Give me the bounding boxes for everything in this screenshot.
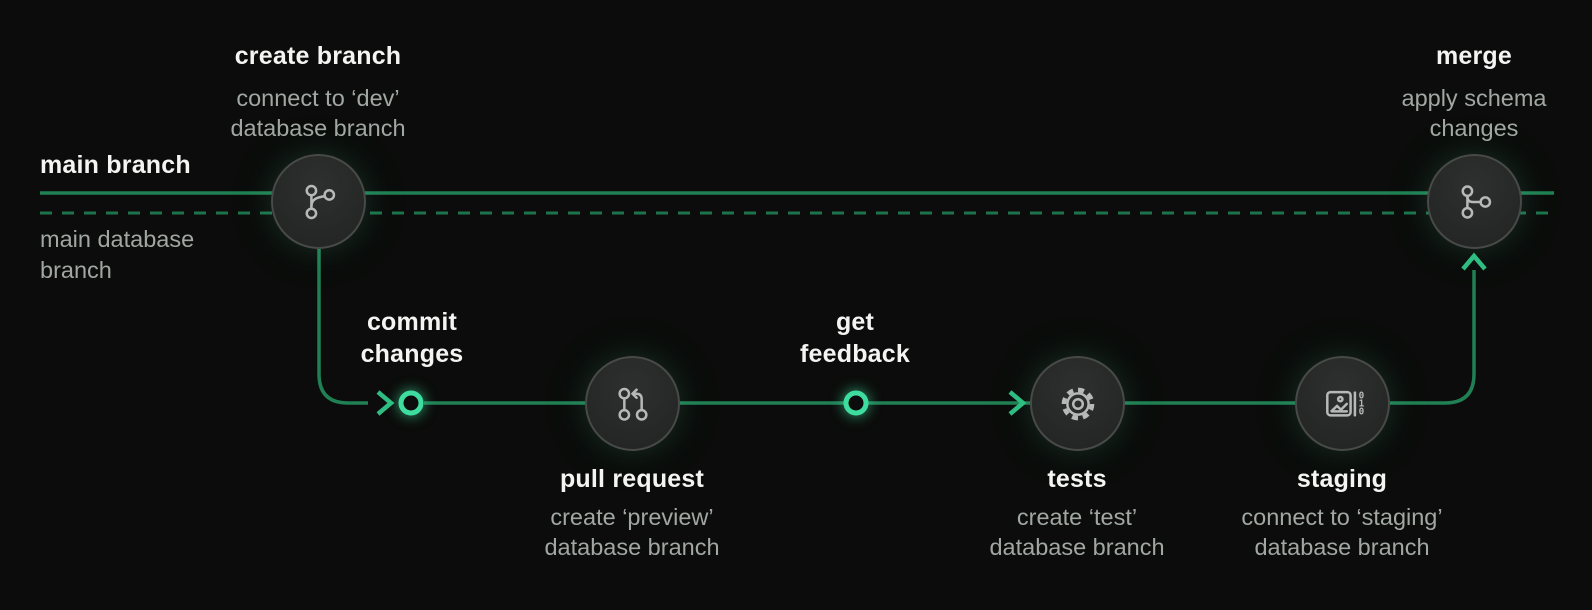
merge-node <box>1427 154 1522 249</box>
git-branch-icon <box>305 184 335 219</box>
binary-digit: 1 <box>1358 398 1364 409</box>
create-branch-subtitle: connect to ‘dev’ database branch <box>230 85 406 141</box>
pull-request-label: pull request create ‘preview’ database b… <box>512 463 752 562</box>
staging-label: staging connect to ‘staging’ database br… <box>1207 463 1477 562</box>
arrow-right-icon <box>1008 390 1027 416</box>
create-branch-node <box>271 154 366 249</box>
tests-label: tests create ‘test’ database branch <box>957 463 1197 562</box>
staging-subtitle: connect to ‘staging’ database branch <box>1241 504 1443 560</box>
image-binary-icon: 0 1 0 <box>1325 390 1364 417</box>
gear-icon <box>1061 387 1094 420</box>
commit-changes-marker <box>398 390 424 416</box>
main-database-branch-label: main database branch <box>40 224 194 286</box>
pull-request-node <box>585 356 680 451</box>
merge-subtitle: apply schema changes <box>1401 85 1547 141</box>
pull-request-subtitle: create ‘preview’ database branch <box>544 504 720 560</box>
dev-branch-drop-line <box>317 240 368 405</box>
create-branch-label: create branch connect to ‘dev’ database … <box>168 40 468 143</box>
tests-node <box>1030 356 1125 451</box>
get-feedback-marker <box>843 390 869 416</box>
merge-label: merge apply schema changes <box>1356 40 1592 143</box>
pull-request-title: pull request <box>559 465 705 493</box>
get-feedback-label: get feedback <box>800 308 910 368</box>
tests-subtitle: create ‘test’ database branch <box>989 504 1165 560</box>
staging-node: 0 1 0 <box>1295 356 1390 451</box>
tests-title: tests <box>1047 465 1107 493</box>
binary-digit: 0 <box>1358 390 1364 401</box>
dev-branch-lane-line <box>424 270 1476 405</box>
binary-digit: 0 <box>1358 406 1364 417</box>
create-branch-title: create branch <box>234 42 402 70</box>
arrow-up-icon <box>1461 252 1487 271</box>
arrow-right-icon <box>376 390 395 416</box>
merge-title: merge <box>1435 42 1513 70</box>
main-db-label-line2: branch <box>40 257 112 283</box>
main-branch-label: main branch <box>40 151 191 179</box>
git-merge-icon <box>1461 184 1491 219</box>
main-db-label-line1: main database <box>40 226 195 252</box>
git-pull-request-icon <box>617 387 648 421</box>
commit-changes-label: commit changes <box>360 308 464 368</box>
staging-title: staging <box>1296 465 1388 493</box>
